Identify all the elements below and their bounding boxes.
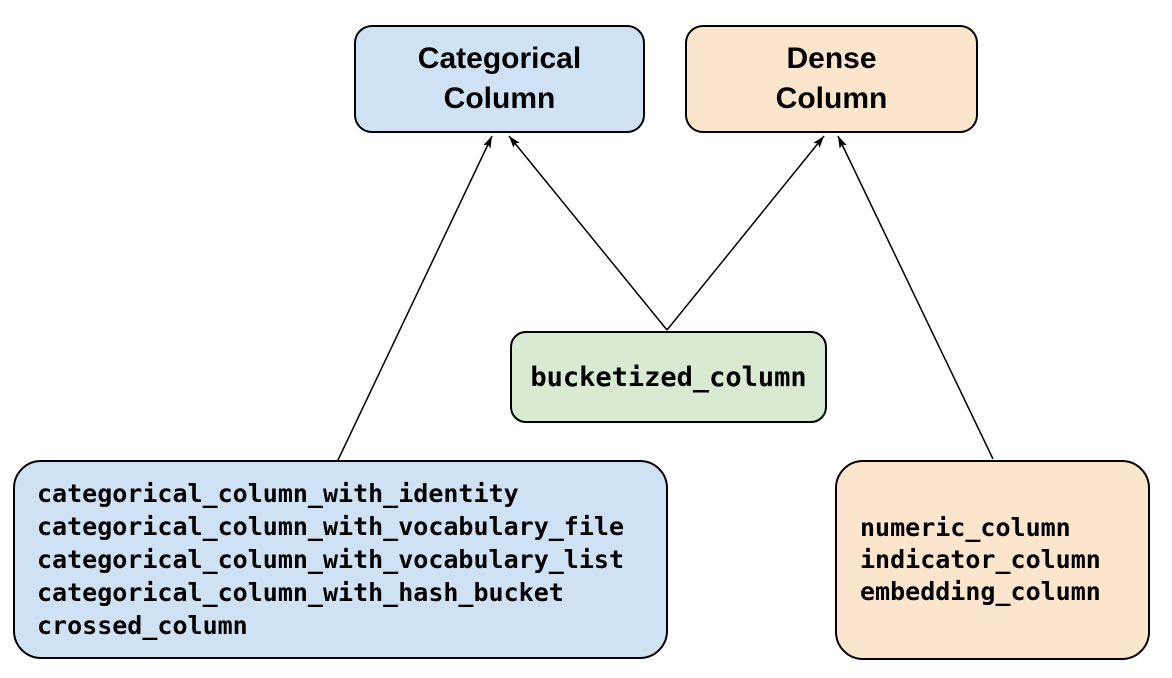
node-dense-column-label-line2: Column [775,82,888,115]
node-categorical-column-label-line1: Categorical [417,42,582,75]
node-bucketized-column: bucketized_column [510,331,827,423]
arrow-dense-functions-to-dense [837,135,994,460]
arrow-bucketized-to-categorical [508,135,668,331]
node-dense-column: Dense Column [685,25,978,133]
node-dense-column-label-line1: Dense [786,42,877,75]
node-categorical-column-label-line2: Column [443,82,556,115]
list-item: indicator_column [860,545,1101,574]
list-item: categorical_column_with_vocabulary_file [37,512,624,541]
arrow-bucketized-to-dense [666,135,825,331]
node-categorical-column: Categorical Column [354,25,645,133]
list-item: embedding_column [860,577,1101,606]
list-item: numeric_column [860,513,1071,542]
node-categorical-functions-list: categorical_column_with_identity categori… [13,460,668,659]
node-bucketized-column-label: bucketized_column [530,361,807,393]
list-item: categorical_column_with_identity [37,479,519,508]
node-dense-functions-list: numeric_column indicator_column embedding_… [835,460,1150,660]
arrow-categorical-functions-to-categorical [337,135,493,461]
list-item: categorical_column_with_hash_bucket [37,578,564,607]
list-item: crossed_column [37,611,248,640]
list-item: categorical_column_with_vocabulary_list [37,545,624,574]
